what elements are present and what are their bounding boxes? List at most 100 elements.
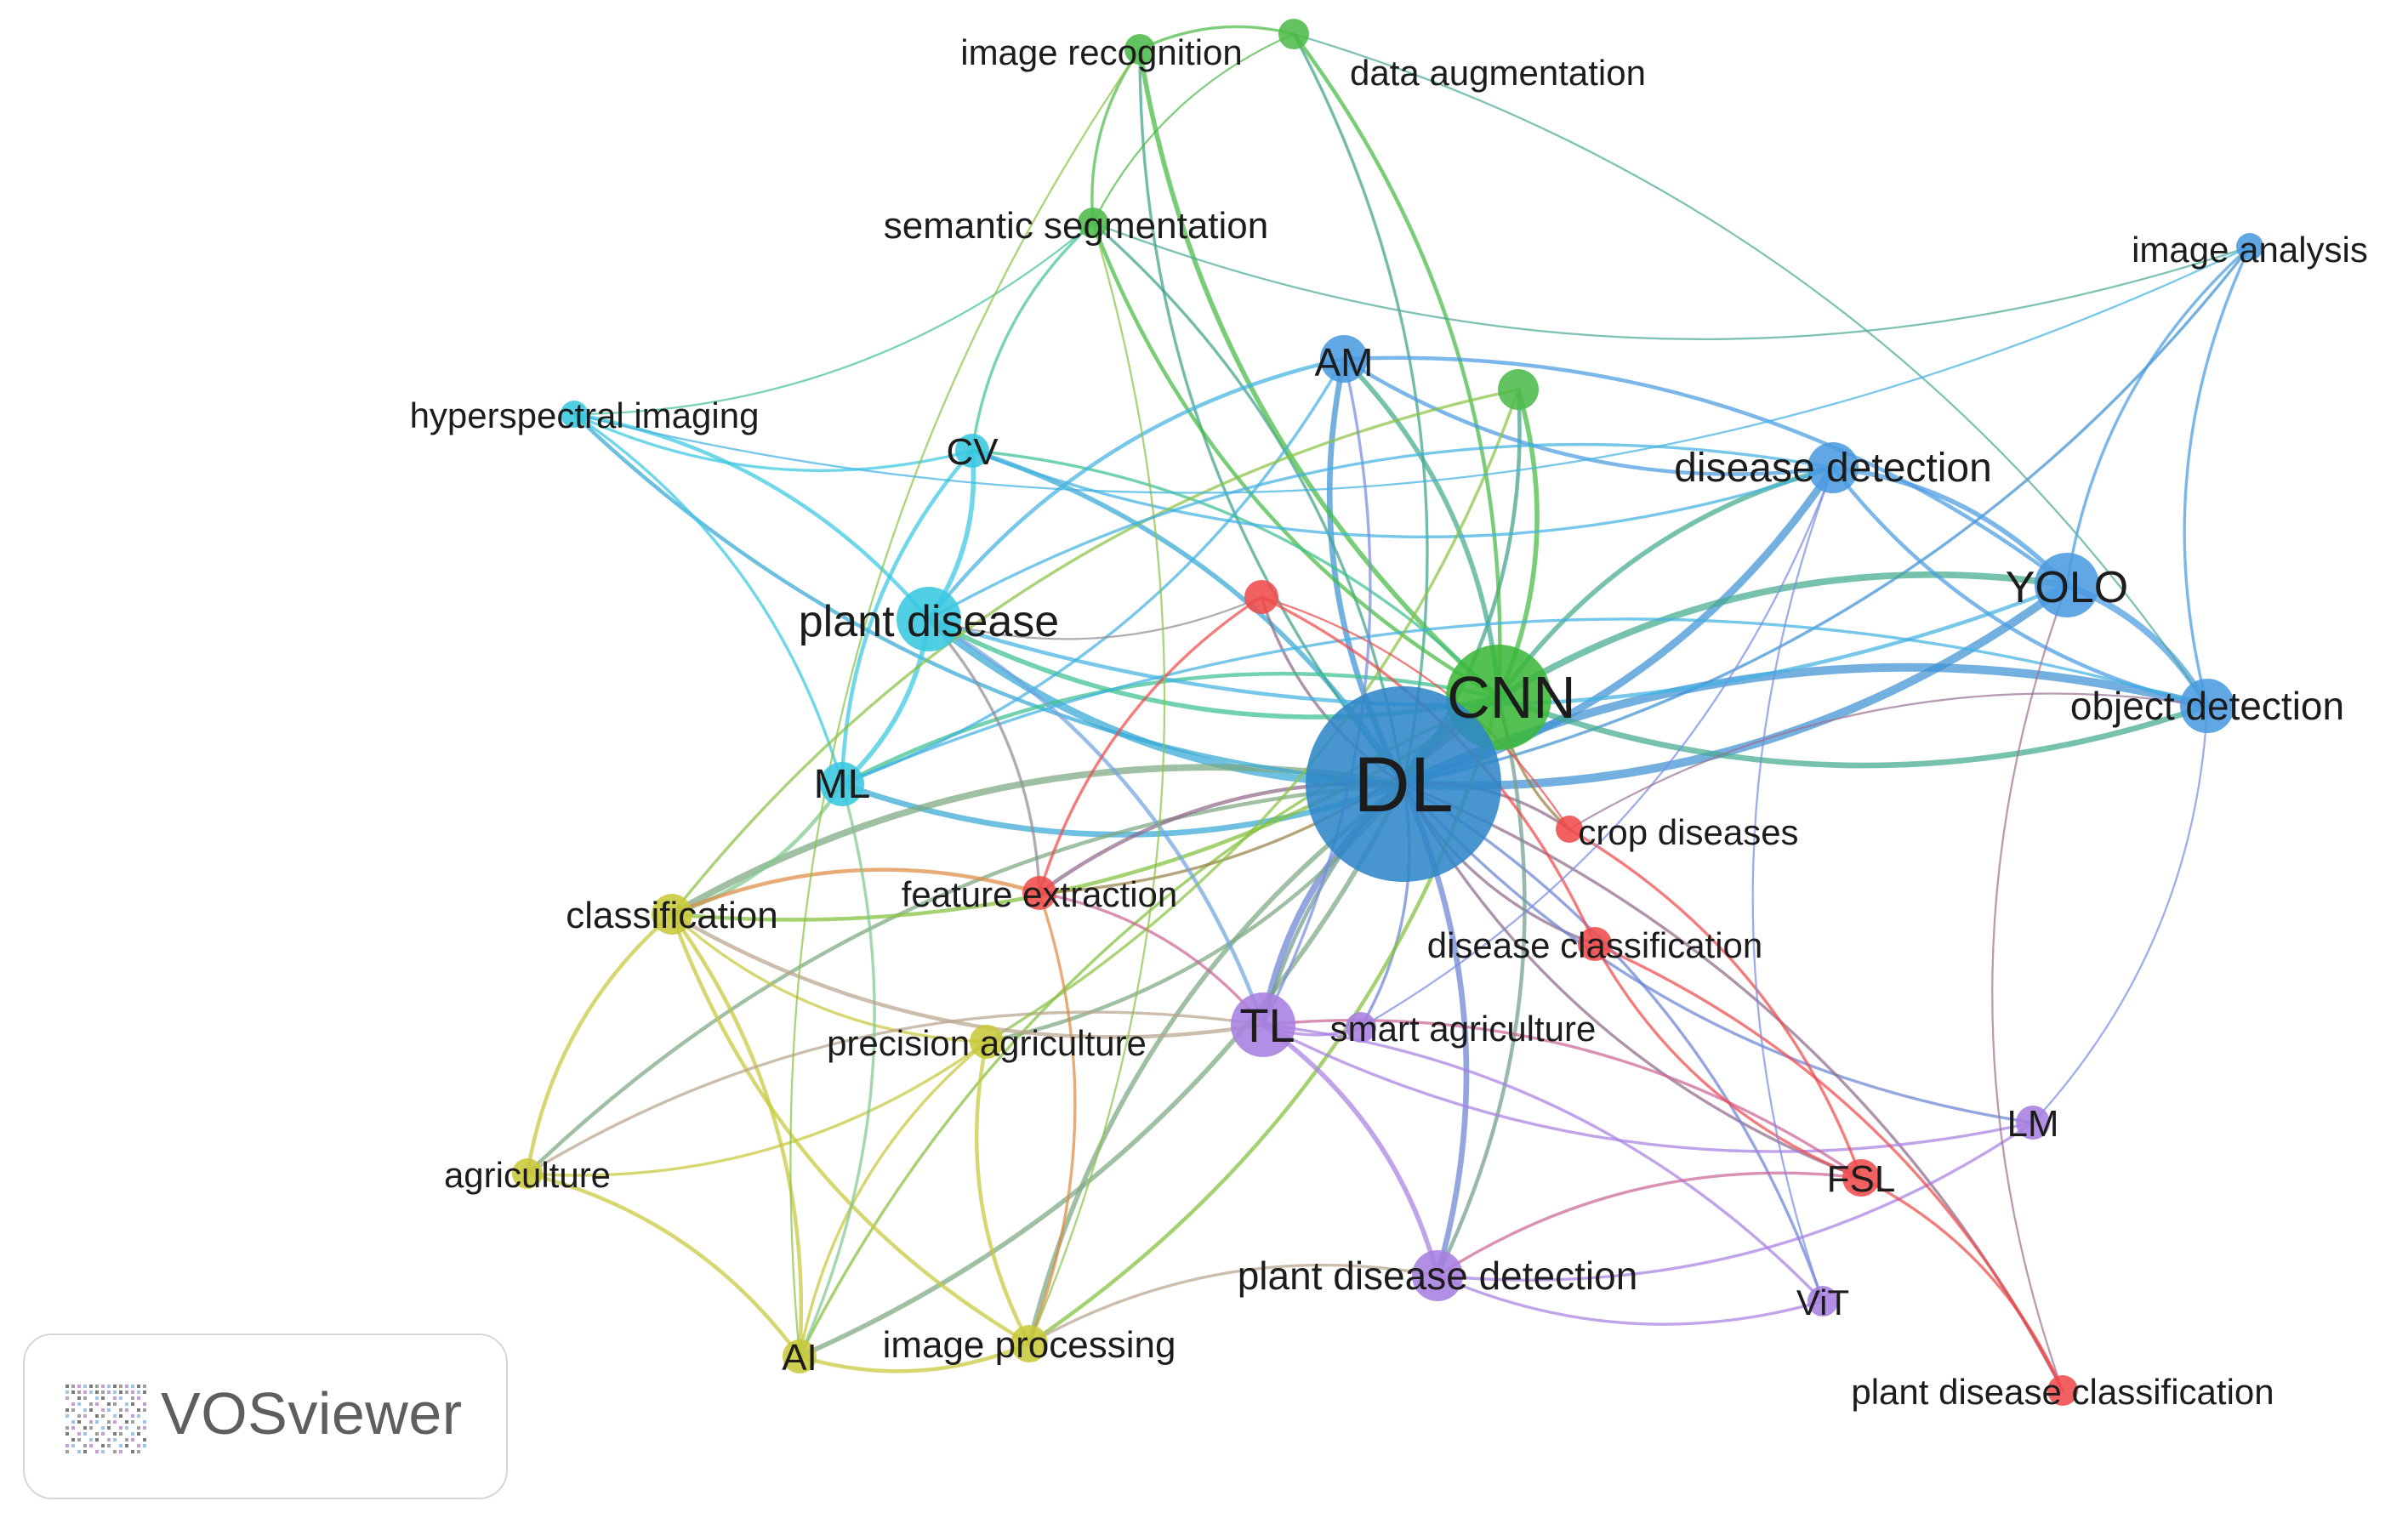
node-ai[interactable] [783,1339,817,1373]
node-disease-detection[interactable] [1807,442,1859,493]
node-hyperspectral-imaging[interactable] [561,401,588,428]
logo-dot [107,1444,111,1447]
edge-data_augmentation-object_detection [1292,32,2209,708]
logo-dot [131,1438,134,1442]
label-plant-disease: plant disease [799,597,1059,646]
edge-semantic_segmentation-image_analysis [1091,221,2251,340]
label-fsl: FSL [1827,1158,1896,1200]
edge-cv-semantic_segmentation [971,221,1095,452]
edge-plant_disease_detection-vit [1436,1274,1825,1326]
node-disease-classification[interactable] [1578,927,1612,961]
node-smart-agriculture[interactable] [1346,1012,1376,1043]
edge-cnn-yolo [1495,571,2070,701]
logo-dot [143,1444,146,1447]
logo-dot [107,1438,111,1442]
label-lm: LM [2007,1103,2058,1145]
edge-feature_extraction-red_node [1038,595,1263,895]
logo-dot [83,1426,87,1430]
node-fsl[interactable] [1842,1159,1880,1197]
logo-dot [131,1390,134,1394]
node-image-recognition[interactable] [1124,34,1155,65]
logo-dot [107,1390,111,1394]
edge-cnn-image_recognition [1137,47,1501,700]
edge-cv-disease_detection [971,449,1835,538]
edge-classification-feature_extraction [669,867,1042,917]
logo-dot [137,1414,140,1418]
edge-semantic_segmentation-hyperspectral_imaging [572,221,1095,416]
node-plant-disease[interactable] [897,587,961,651]
node-classification[interactable] [652,894,692,935]
node-ml[interactable] [820,762,864,806]
edge-plant_disease_detection-fsl [1436,1171,1863,1277]
node-agriculture[interactable] [512,1158,543,1189]
edge-agriculture-precision_agriculture [526,1040,988,1177]
node-green-node[interactable] [1498,369,1539,410]
node-image-analysis[interactable] [2236,233,2263,260]
logo-dot [89,1408,93,1412]
logo-dot [83,1385,87,1388]
edge-am-plant_disease [926,356,1346,622]
edge-agriculture-tl [526,1010,1265,1175]
edge-crop_diseases-object_detection [1568,692,2209,831]
label-agriculture: agriculture [444,1155,611,1195]
node-data-augmentation[interactable] [1278,19,1309,49]
logo-dot [107,1408,111,1412]
edge-tl-lm [1261,1023,2035,1153]
logo-dot [101,1426,105,1430]
node-plant-disease-classification[interactable] [2047,1375,2078,1406]
node-lm[interactable] [2016,1106,2050,1140]
logo-dot [107,1420,111,1424]
logo-dot [119,1444,122,1447]
label-plant-disease-classification: plant disease classification [1851,1372,2274,1412]
logo-dot [125,1438,128,1442]
logo-dot [137,1426,140,1430]
edge-dl-ai [797,782,1406,1359]
node-precision-agriculture[interactable] [970,1025,1004,1059]
node-feature-extraction[interactable] [1022,876,1056,910]
logo-dot [83,1444,87,1447]
edge-dl-lm [1402,782,2035,1124]
logo-dot [143,1426,146,1430]
logo-dot [65,1408,69,1412]
logo-dot [137,1385,140,1388]
edge-disease_detection-am [1341,356,1836,476]
node-am[interactable] [1320,335,1368,383]
node-plant-disease-detection[interactable] [1412,1250,1463,1301]
node-dl[interactable] [1306,686,1501,882]
edge-image_processing-plant_disease_detection [1028,1263,1439,1345]
logo-dot [131,1385,134,1388]
node-crop-diseases[interactable] [1556,816,1583,843]
edge-ml-hyperspectral_imaging [572,412,844,786]
node-object-detection[interactable] [2180,679,2234,733]
logo-dot [77,1390,81,1394]
node-vit[interactable] [1807,1286,1838,1316]
edge-yolo-disease_detection [1830,465,2069,588]
edge-cnn-plant_disease_detection [1435,695,1527,1278]
edge-object_detection-image_analysis [2183,245,2251,708]
logo-dot [83,1408,87,1412]
edge-image_recognition-ai [789,48,1141,1358]
logo-dot [89,1438,93,1442]
node-yolo[interactable] [2035,553,2099,617]
edge-ai-ml [798,782,876,1358]
node-semantic-segmentation[interactable] [1078,208,1108,238]
vosviewer-logo-icon [65,1385,146,1453]
label-smart-agriculture: smart agriculture [1330,1009,1597,1049]
logo-dot [65,1432,69,1436]
logo-dot [107,1385,111,1388]
logo-dot [119,1414,122,1418]
edge-classification-ai [669,912,804,1359]
logo-dot [119,1385,122,1388]
logo-dot [137,1396,140,1400]
logo-dot [119,1432,122,1436]
logo-dot [113,1414,117,1418]
node-image-processing[interactable] [1010,1325,1048,1362]
node-cv[interactable] [955,434,989,468]
label-ai: AI [782,1337,817,1379]
node-red-node[interactable] [1244,580,1278,614]
node-tl[interactable] [1231,992,1295,1057]
edge-cnn-semantic_segmentation [1090,220,1501,700]
edge-disease_classification-plant_disease_classification [1593,942,2064,1392]
logo-dot [101,1396,105,1400]
